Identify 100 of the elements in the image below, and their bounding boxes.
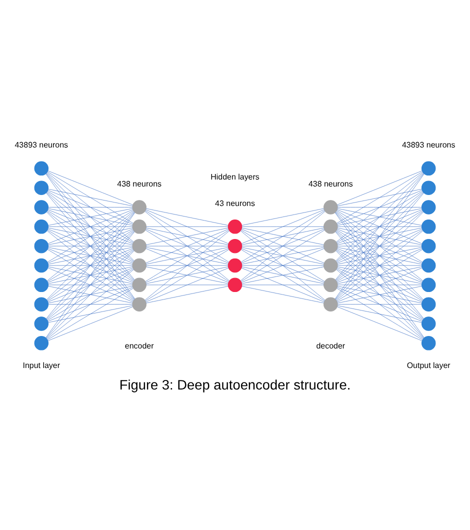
connector [46, 249, 134, 320]
connector [242, 245, 324, 246]
node-circle [228, 277, 242, 292]
node-circle [421, 336, 436, 350]
connector [48, 285, 133, 303]
connector [242, 208, 324, 226]
connector [337, 246, 422, 264]
connector [336, 306, 422, 340]
connector [241, 248, 325, 301]
connector [336, 192, 424, 280]
connector [146, 208, 229, 244]
node-circle [132, 277, 146, 292]
node-circle [421, 238, 436, 253]
connector [144, 230, 230, 300]
connector [337, 245, 422, 246]
connector [334, 212, 424, 338]
connector [337, 304, 422, 322]
connector [146, 228, 229, 263]
connector [336, 171, 423, 224]
connector [46, 172, 134, 242]
connector [241, 228, 324, 263]
connector [146, 284, 228, 285]
connector [335, 230, 424, 338]
connector [46, 212, 136, 338]
connector [241, 248, 324, 282]
connector [47, 210, 134, 262]
connector [46, 211, 134, 300]
connector [46, 231, 135, 338]
connector [46, 172, 135, 280]
node-circle [34, 277, 49, 292]
node-circle [324, 238, 338, 253]
connector [46, 230, 134, 319]
connector [334, 173, 424, 299]
connector [337, 206, 422, 207]
node-circle [34, 238, 49, 253]
node-circle [34, 180, 49, 194]
connector [242, 266, 324, 284]
node-circle [421, 160, 436, 176]
connector [146, 227, 228, 244]
connector [240, 230, 326, 300]
connector [335, 212, 424, 318]
connector [48, 208, 133, 226]
connector [46, 192, 134, 280]
connector [336, 190, 423, 242]
connector [336, 172, 424, 242]
node-circle [421, 219, 436, 234]
node-circle [421, 316, 436, 330]
connector [241, 210, 325, 262]
connector [336, 268, 423, 320]
node-circle [34, 316, 49, 330]
node-circle [132, 258, 146, 272]
connector [46, 191, 134, 262]
connector [47, 268, 134, 320]
connector [48, 284, 132, 285]
connector [47, 248, 134, 301]
node-circle [421, 296, 436, 311]
connector [146, 245, 228, 246]
node-circle [132, 238, 146, 253]
node-circle [421, 258, 436, 272]
connector [242, 286, 324, 303]
connector [48, 306, 133, 340]
connector [336, 267, 422, 302]
connector [241, 208, 324, 244]
node-circle [228, 238, 242, 253]
connector [337, 208, 422, 226]
connector [335, 172, 424, 280]
connector [336, 191, 424, 262]
connector [48, 248, 133, 282]
node-circle [34, 200, 49, 214]
connector [146, 266, 228, 284]
connector [242, 227, 324, 244]
connector [242, 284, 324, 285]
connector [336, 208, 422, 244]
caption: Figure 3: Deep autoencoder structure. [119, 377, 351, 392]
node-circle [228, 219, 242, 234]
node-circle [421, 180, 436, 194]
node-circle [132, 219, 146, 234]
connector [241, 229, 325, 282]
node-circle [132, 296, 146, 311]
connector [242, 264, 324, 266]
connector [146, 286, 228, 303]
connector [336, 170, 422, 205]
node-circle [324, 277, 338, 292]
node-circle [34, 219, 49, 234]
node-circle [324, 219, 338, 234]
connector [48, 206, 132, 207]
connector [146, 246, 228, 264]
connector [336, 286, 422, 322]
connector [48, 228, 133, 263]
node-circle [34, 296, 49, 311]
connector [337, 285, 422, 303]
connector [47, 190, 134, 242]
connector [48, 227, 133, 245]
connector [335, 192, 424, 300]
connector [48, 286, 133, 322]
connector [145, 248, 230, 301]
connector [336, 211, 424, 300]
connector [146, 267, 229, 302]
connector [48, 264, 132, 266]
node-circle [324, 258, 338, 272]
